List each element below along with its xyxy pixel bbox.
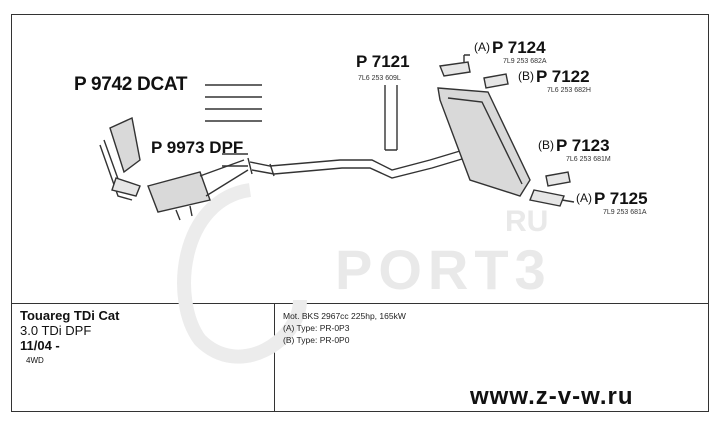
part-p9973-outlet bbox=[199, 159, 249, 197]
part-p9973-dpf bbox=[147, 171, 211, 213]
ref-p7122: 7L6 253 682H bbox=[547, 87, 591, 94]
prefix-p7125: (A) bbox=[576, 191, 592, 205]
label-p7122: (B)P 7122 bbox=[518, 67, 590, 87]
vehicle-model: Touareg TDi Cat bbox=[20, 308, 120, 323]
engine-info: Mot. BKS 2967cc 225hp, 165kW (A) Type: P… bbox=[283, 310, 406, 346]
vehicle-drive: 4WD bbox=[26, 356, 44, 365]
vehicle-info: Touareg TDi Cat 3.0 TDi DPF 11/04 - 4WD bbox=[20, 308, 119, 368]
part-p7121-pipe bbox=[249, 147, 473, 179]
ref-p7123: 7L6 253 681M bbox=[566, 156, 611, 163]
label-p7121: P 7121 bbox=[356, 52, 410, 71]
leader-p9742 bbox=[205, 84, 262, 122]
part-p9742-cat bbox=[109, 116, 141, 174]
prefix-p7122: (B) bbox=[518, 69, 534, 83]
ref-p7125: 7L9 253 681A bbox=[603, 209, 647, 216]
number-p7122: P 7122 bbox=[536, 67, 590, 86]
leader-p7125 bbox=[561, 199, 575, 203]
engine-line-3: (B) Type: PR-0P0 bbox=[283, 335, 350, 345]
label-p9973: P 9973 DPF bbox=[151, 138, 244, 157]
engine-line-1: Mot. BKS 2967cc 225hp, 165kW bbox=[283, 311, 406, 321]
part-p7122-tail bbox=[483, 73, 509, 89]
ref-p7121: 7L6 253 609L bbox=[358, 75, 401, 82]
watermark-ring bbox=[177, 183, 307, 364]
label-p7123: (B)P 7123 bbox=[538, 136, 610, 156]
part-rear-silencer bbox=[437, 87, 531, 197]
label-p7124: (A)P 7124 bbox=[474, 38, 546, 58]
website-url[interactable]: www.z-v-w.ru bbox=[470, 383, 634, 410]
part-p7124-tail bbox=[439, 61, 471, 77]
part-silencer-seam bbox=[447, 97, 523, 185]
label-p9742: P 9742 DCAT bbox=[74, 74, 188, 95]
part-p7121-clamp bbox=[247, 157, 275, 177]
watermark-suffix: RU bbox=[505, 205, 549, 238]
part-p7125-tail bbox=[529, 189, 565, 207]
part-p7123-tail bbox=[545, 171, 571, 187]
ref-p7124: 7L9 253 682A bbox=[503, 58, 547, 65]
info-divider bbox=[11, 303, 709, 304]
vehicle-engine: 3.0 TDi DPF bbox=[20, 323, 92, 338]
part-p9742-flange bbox=[111, 177, 141, 197]
info-column-divider bbox=[274, 303, 275, 412]
label-p7125: (A)P 7125 bbox=[576, 189, 648, 209]
leader-p7121 bbox=[384, 85, 398, 151]
part-p9973-hanger bbox=[175, 205, 193, 221]
vehicle-date: 11/04 - bbox=[20, 338, 60, 353]
number-p7125: P 7125 bbox=[594, 189, 648, 208]
engine-line-2: (A) Type: PR-0P3 bbox=[283, 323, 350, 333]
number-p7124: P 7124 bbox=[492, 38, 546, 57]
prefix-p7123: (B) bbox=[538, 138, 554, 152]
watermark-text: PORT3 bbox=[335, 238, 552, 301]
diagram-frame bbox=[11, 14, 709, 412]
prefix-p7124: (A) bbox=[474, 40, 490, 54]
number-p7123: P 7123 bbox=[556, 136, 610, 155]
